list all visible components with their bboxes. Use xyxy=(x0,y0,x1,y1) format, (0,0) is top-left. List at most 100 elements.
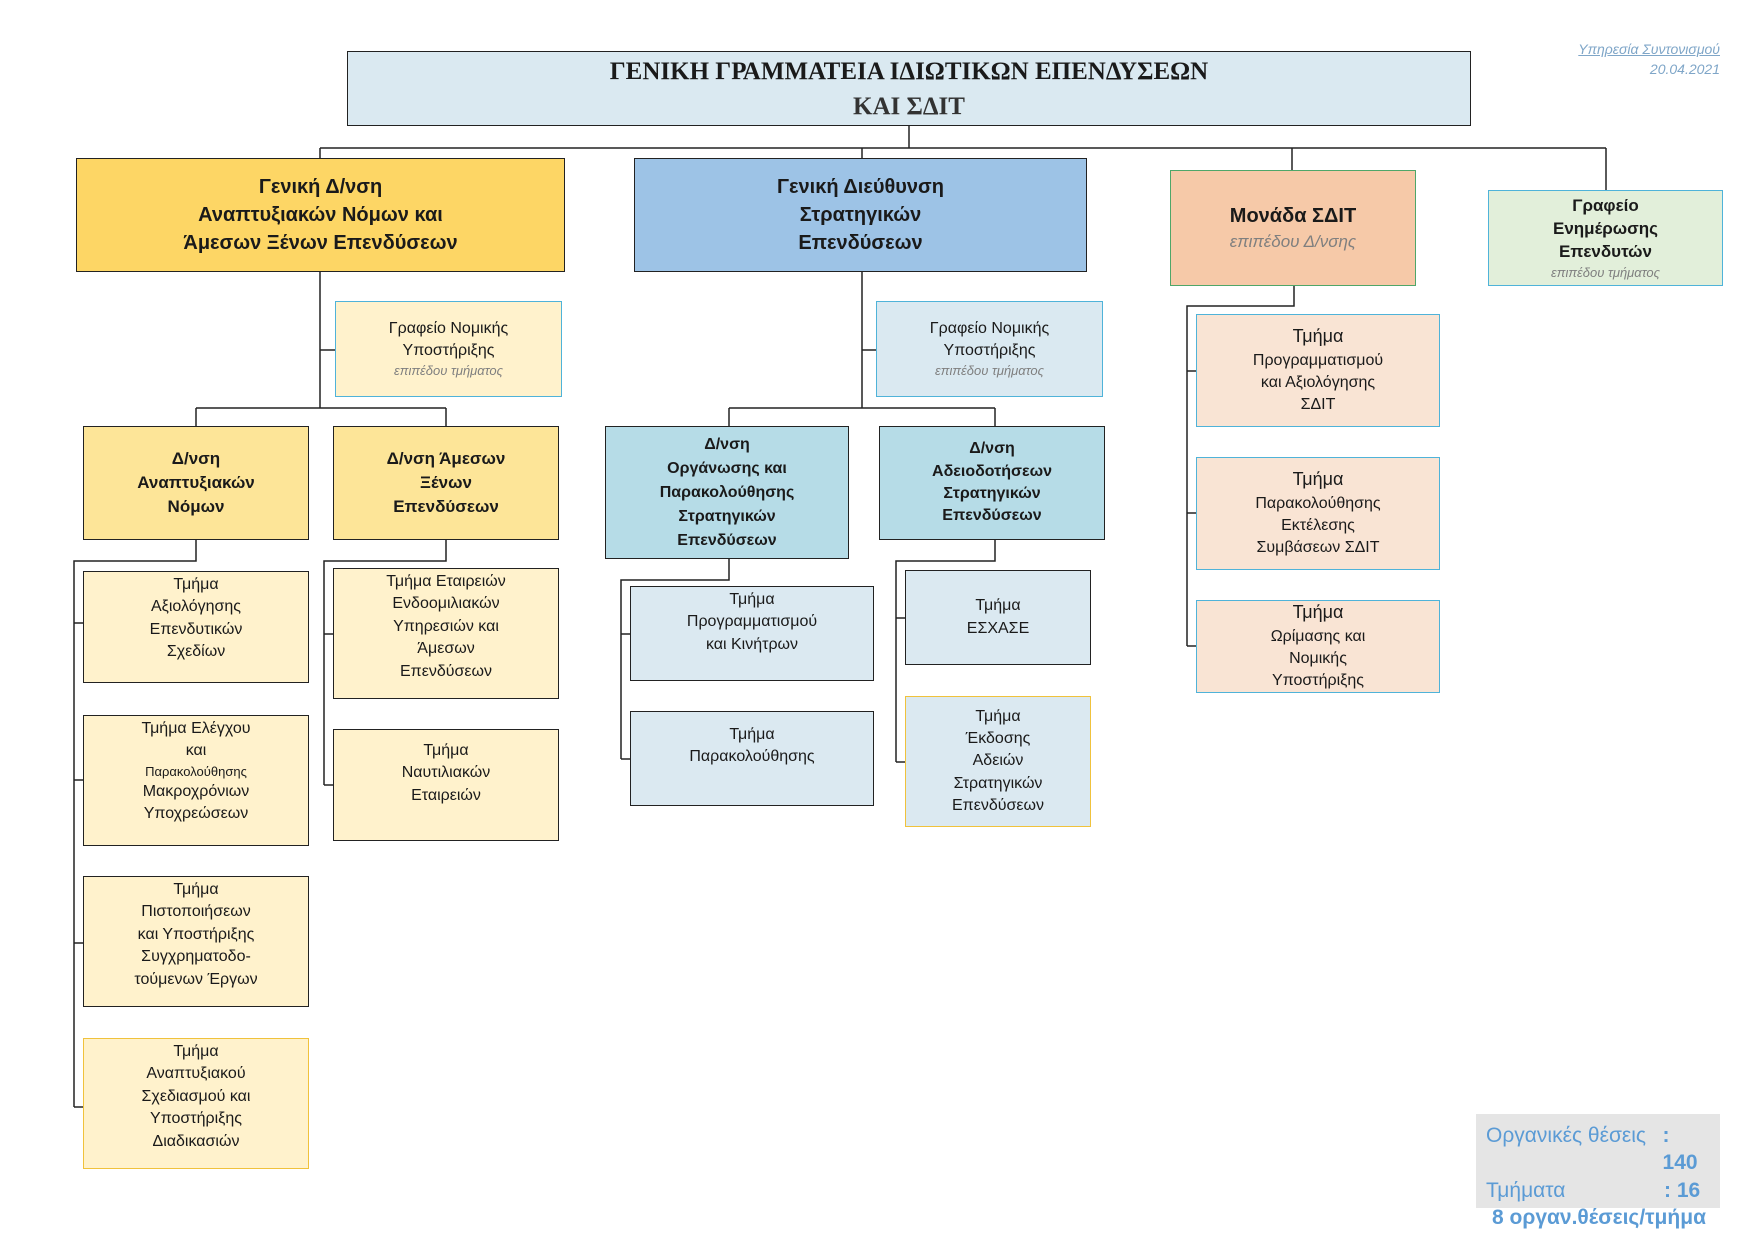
dept-line: και Αξιολόγησης xyxy=(1260,373,1376,391)
dept-line: Παρακολούθησης xyxy=(1255,494,1381,512)
dept-programming-incentives-box: Τμήμα Προγραμματισμού και Κινήτρων xyxy=(630,586,874,681)
gd1-legal-support-office-box: Γραφείο Νομικής Υποστήριξης επιπέδου τμή… xyxy=(335,301,562,397)
dir-line: Στρατηγικών xyxy=(678,507,776,525)
sdit-unit-level: επιπέδου Δ/νσης xyxy=(1229,232,1357,252)
dir-line: Στρατηγικών xyxy=(943,485,1041,502)
dir-organisation-monitoring-box: Δ/νση Οργάνωσης και Παρακολούθησης Στρατ… xyxy=(605,426,849,559)
dept-line: Προγραμματισμού xyxy=(1252,351,1384,369)
positions-value: : 140 xyxy=(1662,1124,1698,1175)
investor-office-level: επιπέδου τμήματος xyxy=(1551,264,1660,280)
dept-line: Αξιολόγησης xyxy=(150,598,242,616)
investor-office-line: Γραφείο xyxy=(1572,195,1639,215)
dir-line: Δ/νση Άμεσων xyxy=(386,449,506,469)
service-name: Υπηρεσία Συντονισμού xyxy=(1578,41,1720,57)
dept-sdit-contracts-box: Τμήμα Παρακολούθησης Εκτέλεσης Συμβάσεων… xyxy=(1196,457,1440,570)
dir-development-laws-box: Δ/νση Αναπτυξιακών Νόμων xyxy=(83,426,309,540)
sdit-unit-box: Μονάδα ΣΔΙΤ επιπέδου Δ/νσης xyxy=(1170,170,1416,286)
dept-line: Νομικής xyxy=(1289,649,1347,667)
stats-panel: Οργανικές θέσεις : 140 Τμήματα : 16 8 ορ… xyxy=(1476,1114,1720,1229)
gd1-legal-line: Υποστήριξης xyxy=(402,341,495,359)
dept-line: Παρακολούθησης xyxy=(145,763,247,779)
dept-line: Αδειών xyxy=(972,752,1024,770)
dept-line: Άμεσων xyxy=(417,640,475,658)
dir-licensing-strategic-box: Δ/νση Αδειοδοτήσεων Στρατηγικών Επενδύσε… xyxy=(879,426,1105,540)
dept-line: Εταιρειών xyxy=(411,786,481,804)
dept-strategic-licences-box: Τμήμα Έκδοσης Αδειών Στρατηγικών Επενδύσ… xyxy=(905,696,1091,827)
dept-line: Επενδυτικών xyxy=(149,620,243,638)
dir-line: Αδειοδοτήσεων xyxy=(932,462,1052,480)
dir-line: Νόμων xyxy=(167,496,225,516)
root-title-line1: ΓΕΝΙΚΗ ΓΡΑΜΜΑΤΕΙΑ ΙΔΙΩΤΙΚΩΝ ΕΠΕΝΔΥΣΕΩΝ xyxy=(609,57,1209,85)
dept-line: Εκτέλεσης xyxy=(1281,516,1355,534)
gd-strategic-investments-box: Γενική Διεύθυνση Στρατηγικών Επενδύσεων xyxy=(634,158,1087,272)
header-note: Υπηρεσία Συντονισμού 20.04.2021 xyxy=(1530,40,1720,79)
dept-line: Σχεδιασμού και xyxy=(141,1087,251,1105)
investor-office-line: Ενημέρωσης xyxy=(1553,218,1658,238)
root-title-line2: ΚΑΙ ΣΔΙΤ xyxy=(853,92,965,120)
dept-line: Πιστοποιήσεων xyxy=(141,903,251,921)
dept-line: Τμήμα xyxy=(423,742,469,759)
dir-line: Ξένων xyxy=(420,473,472,493)
gd2-line: Επενδύσεων xyxy=(798,232,923,254)
departments-value: : 16 xyxy=(1664,1178,1701,1202)
dept-control-monitoring-box: Τμήμα Ελέγχου και Παρακολούθησης Μακροχρ… xyxy=(83,715,309,846)
dept-line: Ναυτιλιακών xyxy=(401,764,491,782)
dept-line: Επενδύσεων xyxy=(400,662,492,680)
investor-office-line: Επενδυτών xyxy=(1558,241,1652,261)
dept-line: Τμήμα xyxy=(173,1043,219,1060)
dept-line: Υποχρεώσεων xyxy=(143,805,249,823)
dept-line: Υποστήριξης xyxy=(1272,672,1364,690)
dept-sdit-maturation-box: Τμήμα Ωρίμασης και Νομικής Υποστήριξης xyxy=(1196,600,1440,693)
dept-line: Τμήμα Ελέγχου xyxy=(141,720,251,737)
dept-development-planning-box: Τμήμα Αναπτυξιακού Σχεδιασμού και Υποστή… xyxy=(83,1038,309,1169)
dept-line: Τμήμα xyxy=(729,591,775,608)
dept-line: Επενδύσεων xyxy=(952,797,1044,815)
dir-line: Δ/νση xyxy=(704,435,750,453)
dept-line: Τμήμα xyxy=(1292,602,1344,623)
dept-line: Τμήμα xyxy=(729,726,775,743)
dir-line: Αναπτυξιακών xyxy=(137,473,255,493)
gd-development-laws-box: Γενική Δ/νση Αναπτυξιακών Νόμων και Άμεσ… xyxy=(76,158,565,272)
gd2-legal-line: Υποστήριξης xyxy=(943,341,1036,359)
dept-line: ΕΣΧΑΣΕ xyxy=(966,619,1030,637)
dept-line: Τμήμα xyxy=(173,576,219,593)
dept-sdit-programming-box: Τμήμα Προγραμματισμού και Αξιολόγησης ΣΔ… xyxy=(1196,314,1440,427)
positions-label: Οργανικές θέσεις xyxy=(1486,1124,1647,1147)
gd1-line: Γενική Δ/νση xyxy=(258,176,383,198)
gd2-line: Γενική Διεύθυνση xyxy=(777,176,944,198)
dept-line: Τμήμα xyxy=(1292,326,1344,347)
dir-line: Παρακολούθησης xyxy=(659,483,795,501)
dept-line: Ωρίμασης και xyxy=(1270,627,1366,645)
sdit-unit-title: Μονάδα ΣΔΙΤ xyxy=(1229,205,1357,228)
dept-intragroup-companies-box: Τμήμα Εταιρειών Ενδοομιλιακών Υπηρεσιών … xyxy=(333,568,559,699)
gd2-line: Στρατηγικών xyxy=(799,204,922,226)
dept-line: Διαδικασιών xyxy=(152,1132,240,1150)
dept-line: Τμήμα xyxy=(173,881,219,898)
dir-line: Δ/νση xyxy=(171,449,221,469)
gd1-line: Άμεσων Ξένων Επενδύσεων xyxy=(183,232,458,254)
dept-line: Προγραμματισμού xyxy=(686,613,818,631)
positions-per-department: 8 οργαν.θέσεις/τμήμα xyxy=(1492,1205,1706,1229)
dept-evaluation-box: Τμήμα Αξιολόγησης Επενδυτικών Σχεδίων xyxy=(83,571,309,683)
root-secretariat-box: ΓΕΝΙΚΗ ΓΡΑΜΜΑΤΕΙΑ ΙΔΙΩΤΙΚΩΝ ΕΠΕΝΔΥΣΕΩΝ Κ… xyxy=(347,51,1471,126)
document-date: 20.04.2021 xyxy=(1649,60,1720,77)
dept-line: ΣΔΙΤ xyxy=(1300,396,1336,414)
dept-line: και Κινήτρων xyxy=(705,635,799,653)
dir-line: Επενδύσεων xyxy=(393,496,499,516)
dept-shipping-companies-box: Τμήμα Ναυτιλιακών Εταιρειών xyxy=(333,729,559,841)
dept-line: Τμήμα xyxy=(1292,469,1344,490)
dept-line: Ενδοομιλιακών xyxy=(392,595,500,613)
dept-line: Συγχρηματοδο- xyxy=(141,948,251,966)
dept-line: τούμενων Έργων xyxy=(134,970,258,988)
dept-certifications-box: Τμήμα Πιστοποιήσεων και Υποστήριξης Συγχ… xyxy=(83,876,309,1007)
dept-line: Υπηρεσιών και xyxy=(393,617,499,635)
gd2-legal-level: επιπέδου τμήματος xyxy=(935,363,1044,379)
dept-line: Συμβάσεων ΣΔΙΤ xyxy=(1256,539,1380,557)
gd1-legal-level: επιπέδου τμήματος xyxy=(394,363,503,379)
dir-foreign-direct-investments-box: Δ/νση Άμεσων Ξένων Επενδύσεων xyxy=(333,426,559,540)
dept-line: Στρατηγικών xyxy=(953,774,1043,792)
dir-line: Οργάνωσης και xyxy=(667,459,787,477)
gd1-legal-line: Γραφείο Νομικής xyxy=(388,319,509,337)
dept-line: Αναπτυξιακού xyxy=(146,1065,246,1083)
